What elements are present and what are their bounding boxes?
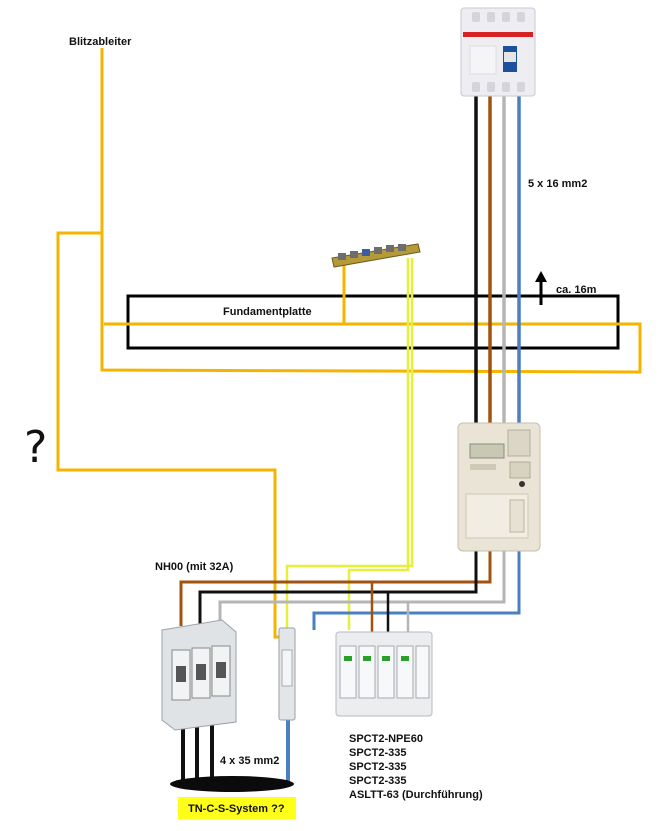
meter-distribution-cables <box>179 548 521 630</box>
foundation-plate <box>126 294 620 350</box>
nh00-fuse-holder <box>161 619 237 731</box>
up-arrow-icon <box>535 271 547 305</box>
unknown-earth-route <box>56 231 287 639</box>
equipotential-busbar <box>331 243 421 268</box>
electricity-meter <box>457 422 541 552</box>
label-unknown: ? <box>24 422 47 473</box>
spd-list-item: SPCT2-335 <box>349 775 406 787</box>
label-foundation-plate: Fundamentplatte <box>223 306 312 318</box>
terminal-block <box>278 627 296 721</box>
rcd-meter-cables <box>474 90 521 428</box>
lightning-rod-conductor <box>100 48 642 374</box>
system-badge <box>178 797 296 819</box>
spd-list-item: SPCT2-335 <box>349 747 406 759</box>
label-main-cable: 4 x 35 mm2 <box>220 755 279 767</box>
label-system: TN-C-S-System ?? <box>188 803 285 815</box>
label-rcd-cable: 5 x 16 mm2 <box>528 178 587 190</box>
rcd-device <box>460 7 536 97</box>
spd-list: SPCT2-NPE60 SPCT2-335 SPCT2-335 SPCT2-33… <box>349 733 483 801</box>
spd-branches <box>370 582 410 632</box>
pen-connection-disc <box>170 776 294 792</box>
pe-conductors <box>285 258 414 630</box>
label-distance: ca. 16m <box>556 284 597 296</box>
surge-protection-devices <box>335 631 433 717</box>
label-lightning-rod: Blitzableiter <box>69 36 132 48</box>
spd-list-item: SPCT2-335 <box>349 761 406 773</box>
main-cables <box>181 716 290 782</box>
spd-list-item: ASLTT-63 (Durchführung) <box>349 789 483 801</box>
earth-conductors <box>56 48 642 639</box>
label-fuse: NH00 (mit 32A) <box>155 561 234 573</box>
spd-list-item: SPCT2-NPE60 <box>349 733 423 745</box>
